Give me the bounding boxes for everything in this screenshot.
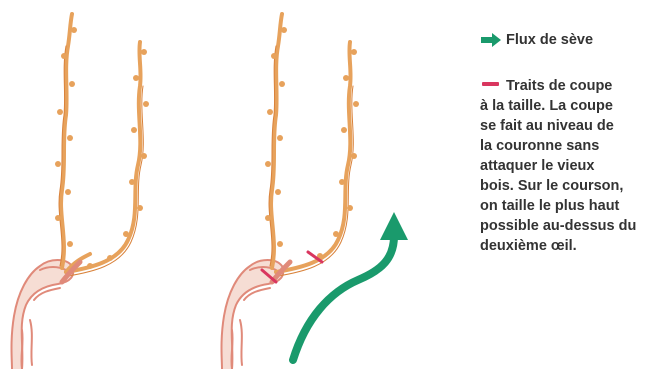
green-arrow-icon [480, 33, 502, 47]
cane-outlines-left [59, 46, 143, 276]
legend-cut-marks: Traits de coupe à la taille. La coupe se… [480, 76, 650, 256]
legend-cut-line-8: possible au-dessus du [480, 216, 650, 236]
legend-cut-line-9: deuxième œil. [480, 236, 650, 256]
legend-cut-line-6: bois. Sur le courson, [480, 176, 650, 196]
legend-cut-line-1: Traits de coupe [480, 76, 650, 96]
legend-cut-line-5: attaquer le vieux [480, 156, 650, 176]
legend-cut-line-7: on taille le plus haut [480, 196, 650, 216]
cane-outlines-right [269, 46, 353, 276]
legend-cut-line-2: à la taille. La coupe [480, 96, 650, 116]
red-dash-icon [482, 82, 499, 86]
legend-sap-flow: Flux de sève [480, 30, 650, 50]
vine-with-cut-marks [222, 14, 360, 369]
legend-sap-flow-label: Flux de sève [506, 30, 593, 50]
legend: Flux de sève Traits de coupe à la taille… [480, 30, 650, 256]
sap-flow-arrow [293, 212, 408, 360]
legend-cut-line-3: se fait au niveau de [480, 116, 650, 136]
vine-pruning-illustration [0, 0, 440, 369]
legend-cut-line-4: la couronne sans [480, 136, 650, 156]
vine-before-pruning [12, 14, 150, 369]
